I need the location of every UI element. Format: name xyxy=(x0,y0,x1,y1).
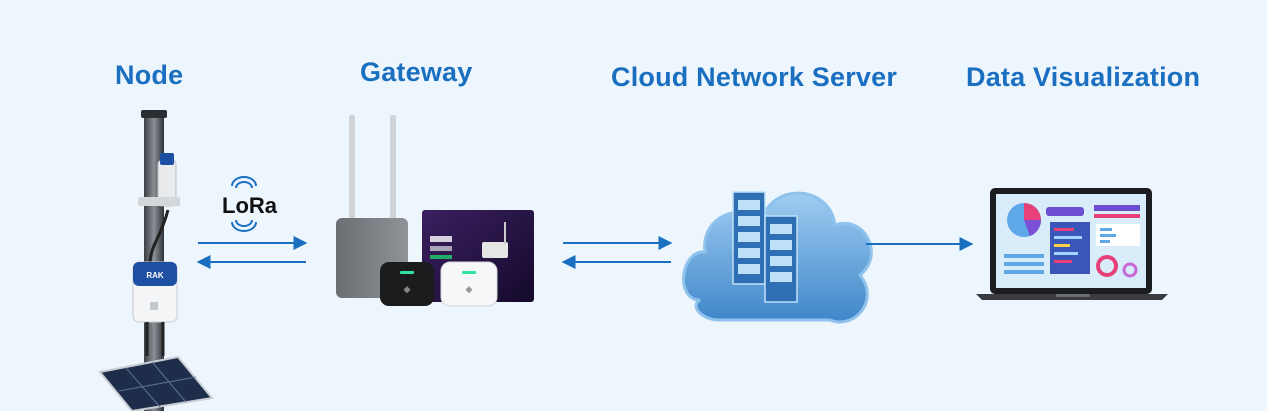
stage-title-data-visualization: Data Visualization xyxy=(966,62,1201,92)
node-device-image: RAK xyxy=(98,110,214,411)
lora-label: LoRa xyxy=(222,193,277,218)
laptop-dashboard-image xyxy=(976,188,1168,300)
stage-title-node: Node xyxy=(115,60,184,90)
node-brand-label: RAK xyxy=(146,271,164,280)
cloud-server-icon xyxy=(682,191,873,324)
solar-panel-image xyxy=(98,355,214,411)
lora-signal-icon xyxy=(231,176,257,232)
stage-title-cloud-network-server: Cloud Network Server xyxy=(611,62,898,92)
stage-title-gateway: Gateway xyxy=(360,57,473,87)
gateway-devices-image xyxy=(336,115,534,307)
